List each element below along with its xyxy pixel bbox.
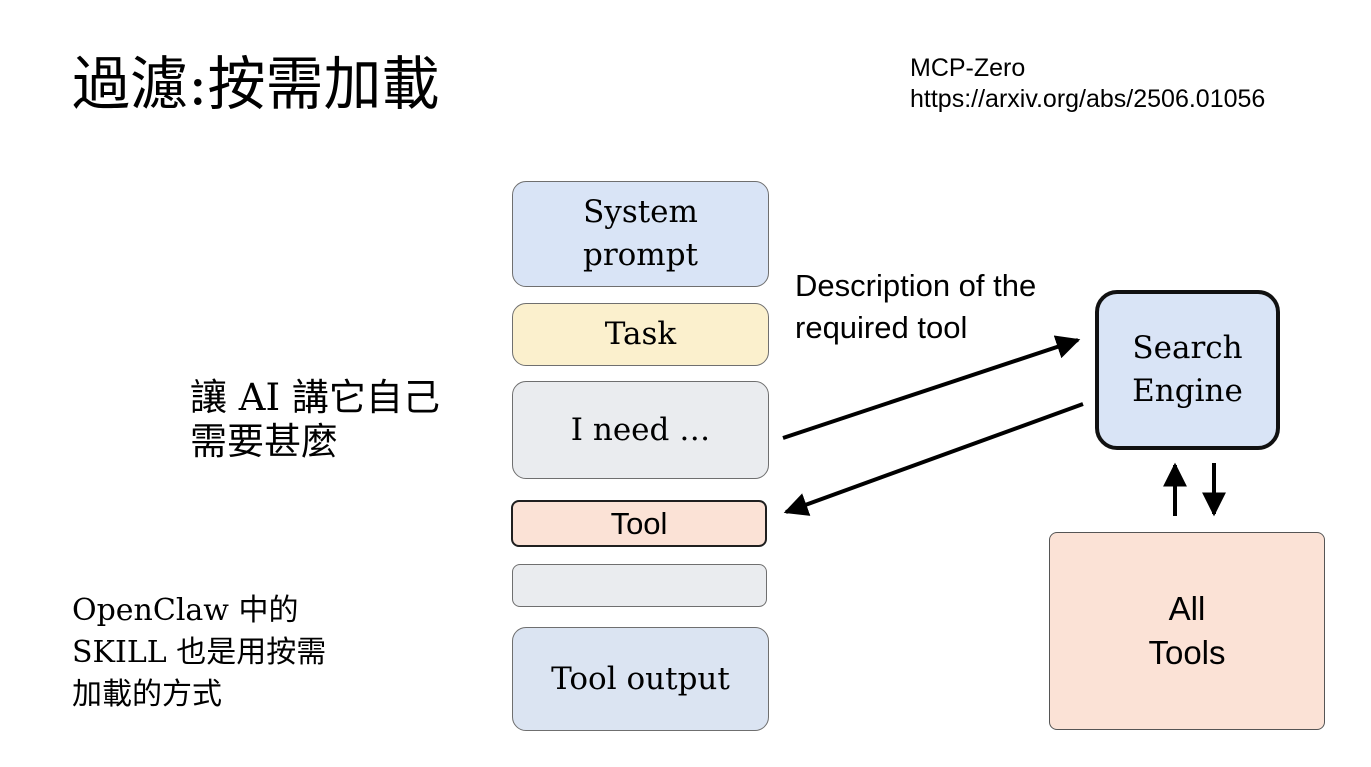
empty-context-box bbox=[512, 564, 767, 607]
tool-output-label: Tool output bbox=[551, 660, 730, 697]
all-tools-line-1: All bbox=[1168, 590, 1206, 627]
system-prompt-line-2: prompt bbox=[582, 237, 699, 273]
tool-label: Tool bbox=[610, 506, 668, 541]
left-note-line-1: 讓 AI 講它自己 bbox=[190, 376, 440, 419]
system-prompt-box: System prompt bbox=[512, 181, 769, 287]
bottom-note: OpenClaw 中的 SKILL 也是用按需 加載的方式 bbox=[72, 590, 326, 716]
all-tools-box: All Tools bbox=[1049, 532, 1325, 730]
arrow-label: Description of the required tool bbox=[795, 265, 1036, 349]
left-note-line-2: 需要甚麼 bbox=[190, 420, 338, 463]
reference-name: MCP-Zero bbox=[910, 54, 1026, 82]
bottom-note-line-1: OpenClaw 中的 bbox=[72, 593, 299, 628]
all-tools-line-2: Tools bbox=[1148, 634, 1226, 671]
request-arrow bbox=[782, 335, 1081, 440]
arrow-label-line-1: Description of the bbox=[795, 268, 1037, 303]
task-box: Task bbox=[512, 303, 769, 366]
left-note: 讓 AI 講它自己 需要甚麼 bbox=[190, 376, 440, 464]
response-arrow bbox=[783, 402, 1084, 516]
i-need-label: I need … bbox=[570, 411, 711, 448]
tool-box: Tool bbox=[511, 500, 767, 547]
task-label: Task bbox=[604, 316, 677, 352]
bottom-note-line-2: SKILL 也是用按需 bbox=[72, 635, 327, 670]
i-need-box: I need … bbox=[512, 381, 769, 479]
search-engine-line-1: Search bbox=[1132, 330, 1243, 366]
search-engine-box: Search Engine bbox=[1095, 290, 1280, 450]
system-prompt-line-1: System bbox=[583, 194, 698, 230]
tool-output-box: Tool output bbox=[512, 627, 769, 731]
reference: MCP-Zero https://arxiv.org/abs/2506.0105… bbox=[910, 53, 1265, 115]
reference-url: https://arxiv.org/abs/2506.01056 bbox=[910, 85, 1266, 113]
bottom-note-line-3: 加載的方式 bbox=[72, 677, 222, 712]
search-engine-line-2: Engine bbox=[1132, 373, 1243, 409]
slide-title: 過濾:按需加載 bbox=[72, 50, 440, 118]
arrow-label-line-2: required tool bbox=[795, 310, 968, 345]
